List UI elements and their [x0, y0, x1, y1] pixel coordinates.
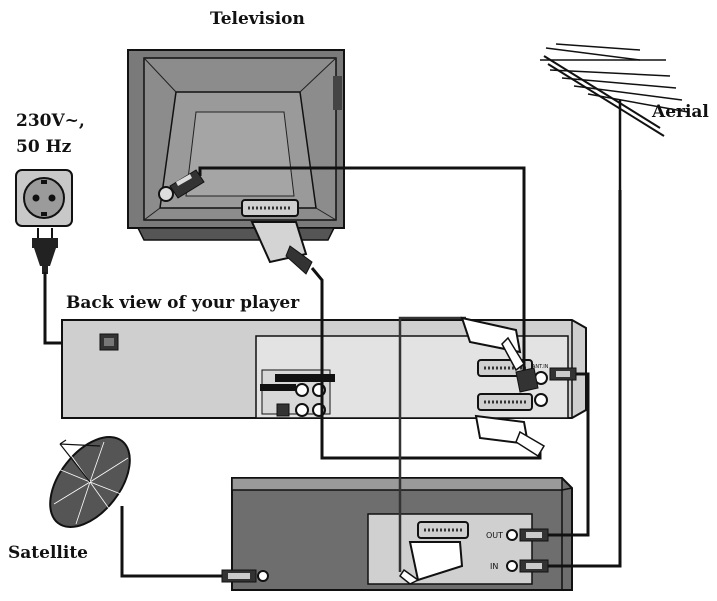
coax-plug-satellite — [221, 569, 257, 583]
cable-aerial-to-receiver — [548, 190, 622, 568]
scart-plug-tv — [250, 221, 313, 275]
player-rf-out-socket — [534, 393, 548, 407]
tv-antenna-socket — [158, 186, 174, 202]
player-label: Back view of your player — [66, 293, 300, 313]
receiver-out-socket — [506, 529, 518, 541]
coax-plug-player-out — [549, 367, 577, 381]
satellite-dish — [49, 436, 131, 528]
receiver-out-label: OUT — [486, 531, 503, 540]
aerial-label: Aerial — [651, 102, 709, 122]
wall-socket — [15, 169, 73, 227]
television-label: Television — [210, 9, 305, 29]
receiver-in-socket — [506, 560, 518, 572]
coax-plug-player — [515, 367, 539, 393]
coax-plug-receiver-out — [519, 528, 549, 542]
satellite-receiver: OUT IN — [231, 477, 573, 591]
player-ant-label: ANT.IN — [532, 364, 549, 370]
aerial-antenna — [540, 43, 689, 190]
power-plug — [32, 228, 58, 274]
coax-plug-receiver-in — [519, 559, 549, 573]
cable-receiver-scart — [398, 316, 466, 572]
television — [127, 49, 345, 241]
coax-plug-tv — [169, 169, 205, 199]
receiver-scart-socket — [417, 521, 469, 539]
power-label-line2: 50 Hz — [16, 137, 72, 157]
power-label-line1: 230V~, — [16, 111, 85, 131]
satellite-cable — [120, 506, 228, 578]
receiver-in-label: IN — [490, 562, 498, 571]
satellite-label: Satellite — [8, 543, 88, 563]
cable-receiver-to-player — [548, 372, 590, 537]
scart-plug-player-tv — [460, 316, 525, 372]
cable-tv-antenna — [198, 166, 526, 372]
scart-plug-receiver — [398, 541, 464, 585]
receiver-lnb-socket — [257, 570, 269, 582]
scart-plug-player-av — [474, 414, 546, 458]
